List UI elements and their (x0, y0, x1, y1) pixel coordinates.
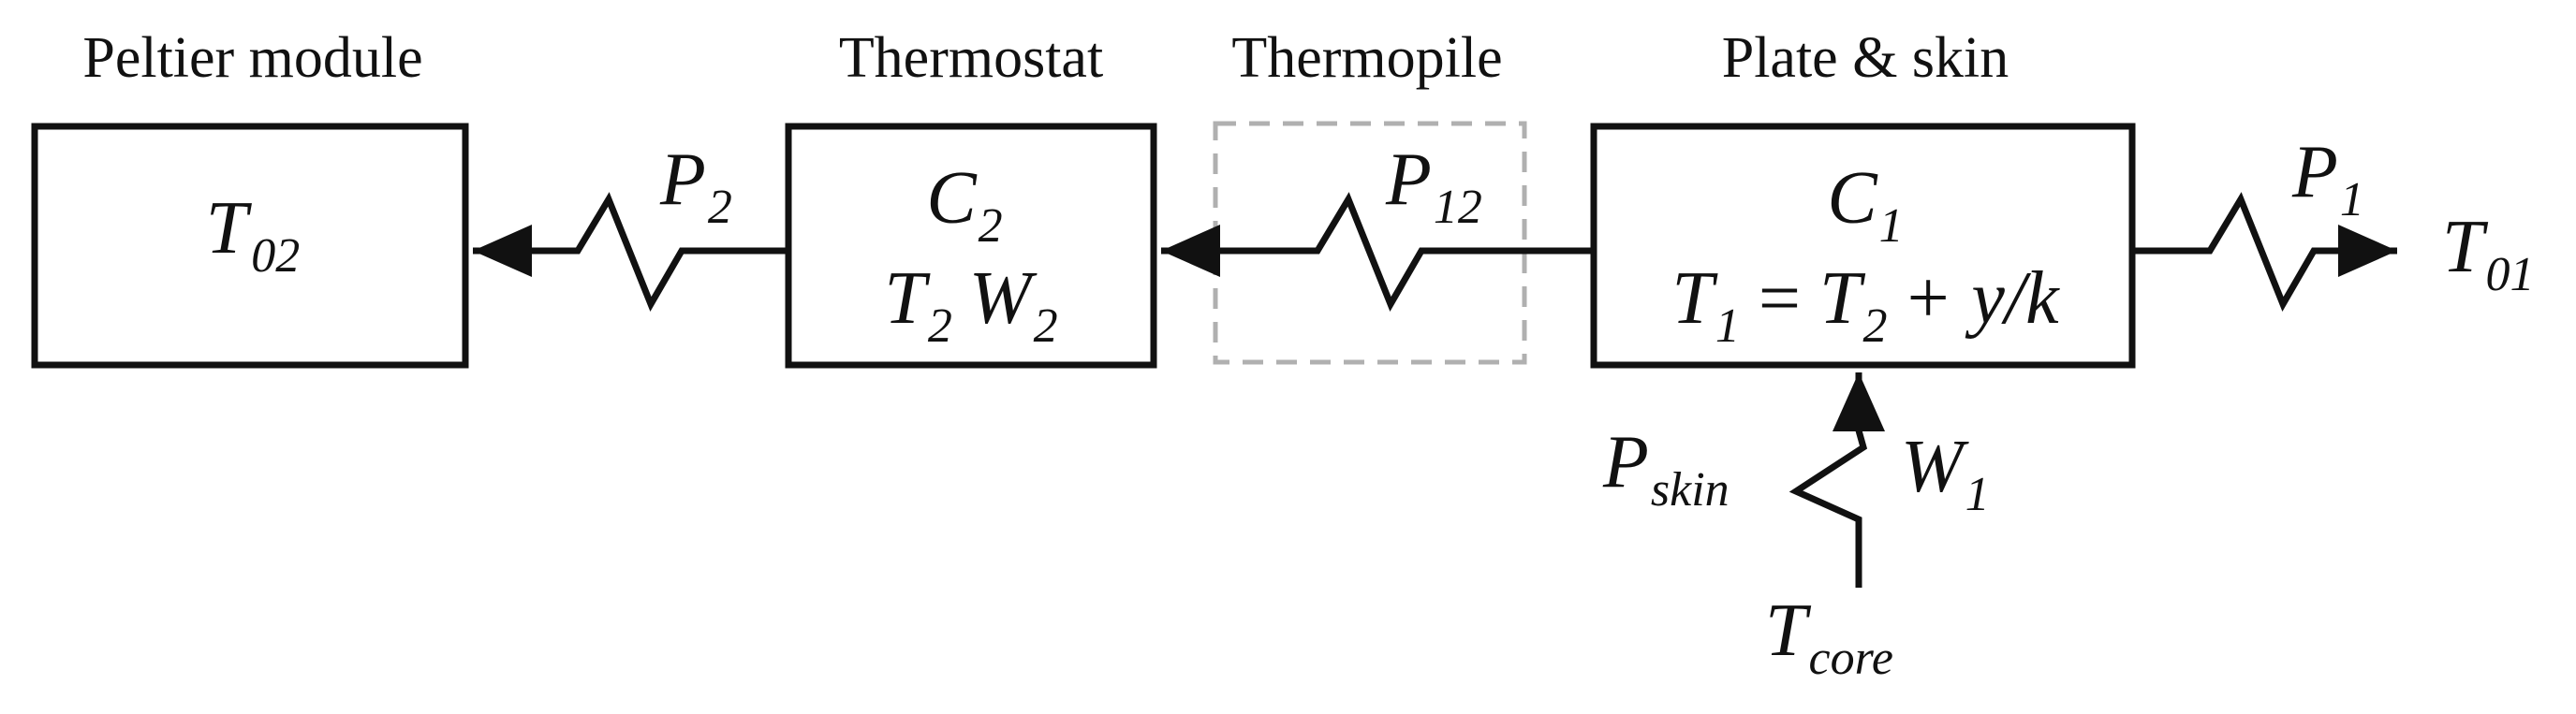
thermostat-cap-symbol: C (926, 157, 978, 240)
thermostat-box (785, 123, 1157, 369)
thermostat-temp-subscript: 2 (928, 299, 952, 353)
plate-box (1590, 123, 2136, 369)
thermostat-w-symbol: W (969, 257, 1038, 340)
plate-lhs-subscript: 1 (1715, 299, 1740, 353)
p1-symbol: P (2291, 131, 2338, 213)
p12-label: P12 (1385, 138, 1482, 234)
pskin-symbol: P (1602, 421, 1649, 503)
peltier-temperature: T02 (206, 187, 301, 283)
tcore-symbol: T (1765, 590, 1812, 672)
peltier-temp-subscript: 02 (251, 229, 300, 283)
plate-rhs-symbol: T (1819, 257, 1866, 340)
w1-label: W1 (1901, 426, 1990, 521)
t01-subscript: 01 (2486, 248, 2535, 301)
thermostat-cap-subscript: 2 (979, 199, 1003, 253)
plate-capacity: C1 (1827, 157, 1903, 253)
w1-symbol: W (1901, 426, 1969, 508)
peltier-title: Peltier module (82, 26, 422, 90)
tcore-subscript: core (1809, 632, 1893, 685)
p12-subscript: 12 (1434, 181, 1482, 234)
p2-resistor-link (473, 192, 788, 312)
pskin-subscript: skin (1651, 463, 1730, 517)
p1-label: P1 (2291, 131, 2364, 226)
p1-resistor-link (2132, 192, 2397, 312)
pskin-label: Pskin (1602, 421, 1730, 517)
p12-resistor-link (1161, 192, 1594, 312)
thermostat-capacity: C2 (926, 157, 1002, 253)
peltier-temp-symbol: T (206, 187, 253, 270)
peltier-box (31, 123, 469, 369)
thermostat-title: Thermostat (839, 26, 1103, 90)
pskin-resistor-link (1788, 372, 1885, 588)
plate-rhs-subscript: 2 (1862, 299, 1887, 353)
w1-subscript: 1 (1965, 468, 1990, 521)
plate-lhs-symbol: T (1671, 257, 1718, 340)
plate-equation: T1=T2+ y/k (1671, 257, 2060, 353)
t01-symbol: T (2442, 206, 2489, 288)
plate-cap-symbol: C (1827, 157, 1878, 240)
thermopile-dashed-box (1213, 121, 1527, 365)
tcore-terminal-label: Tcore (1765, 590, 1893, 685)
t01-terminal-label: T01 (2442, 206, 2535, 301)
plate-title: Plate & skin (1722, 26, 2009, 90)
plate-equals-sign: = (1759, 257, 1801, 340)
thermostat-w-subscript: 2 (1034, 299, 1058, 353)
p12-symbol: P (1385, 138, 1432, 221)
p2-label: P2 (659, 138, 732, 234)
plate-tail-term: + y/k (1902, 257, 2060, 340)
thermostat-temp-symbol: T (884, 257, 931, 340)
p2-symbol: P (659, 138, 706, 221)
p2-subscript: 2 (708, 181, 732, 234)
plate-cap-subscript: 1 (1879, 199, 1904, 253)
thermopile-title: Thermopile (1231, 26, 1502, 90)
p1-subscript: 1 (2340, 173, 2364, 226)
